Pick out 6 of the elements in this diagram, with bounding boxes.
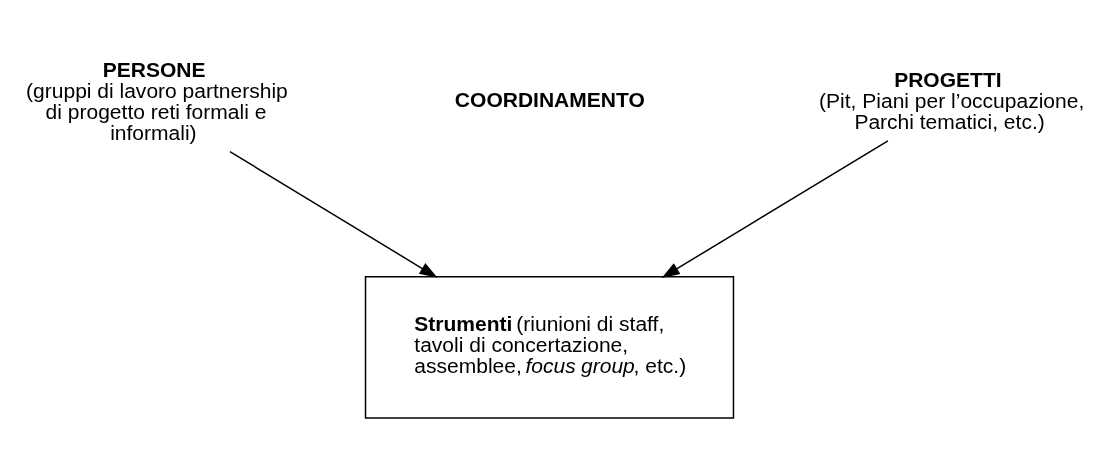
node-text: PERSONE (gruppi di lavoro partnership di progetto reti formali e informali) [26,57,288,144]
node-box: Strumenti (riunioni di staff, tavoli di concertazione, assemblee, focus group, etc.) [364,276,735,419]
arrow [229,150,438,278]
node-text: COORDINAMENTO [454,88,645,112]
arrow [661,140,889,278]
node-text: PROGETTI (Pit, Piani per l’occupazione, Parchi tematici, etc.) [819,68,1085,134]
